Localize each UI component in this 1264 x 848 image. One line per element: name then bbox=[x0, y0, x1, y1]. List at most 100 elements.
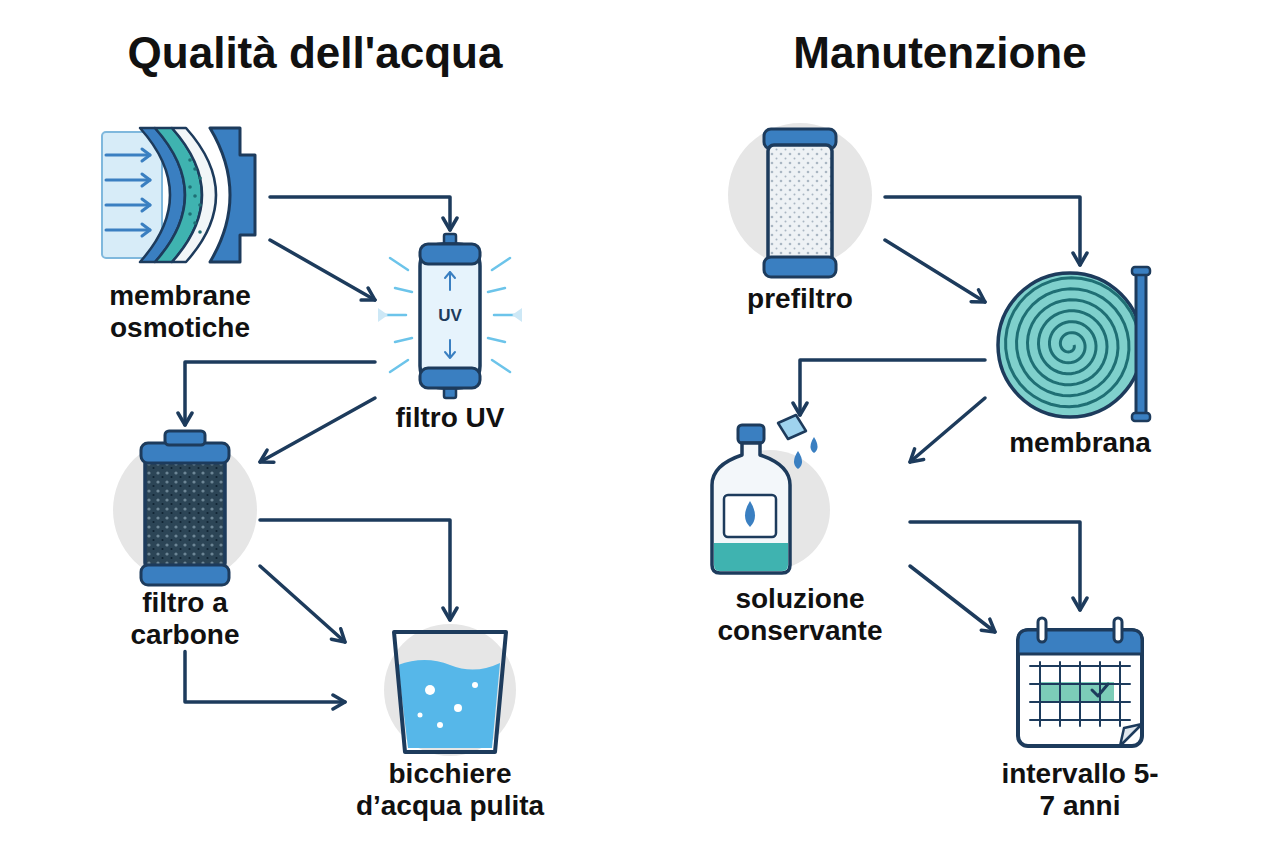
flow-arrow bbox=[185, 651, 345, 702]
node-illustration bbox=[345, 620, 555, 758]
cartridge-cap bbox=[165, 431, 205, 445]
membrane-roll bbox=[998, 273, 1142, 417]
glass-node: bicchiere d’acqua pulita bbox=[345, 620, 555, 822]
bubble bbox=[454, 704, 462, 712]
drop bbox=[811, 437, 818, 453]
node-illustration bbox=[995, 610, 1165, 758]
calendar bbox=[1018, 630, 1142, 746]
membrane-pore bbox=[193, 194, 197, 198]
cartridge-cap bbox=[141, 565, 229, 585]
uv-ray bbox=[378, 308, 388, 322]
membrane-pore bbox=[198, 176, 202, 180]
flow-arrow bbox=[270, 240, 375, 300]
flow-arrow bbox=[142, 174, 150, 186]
membrane-pore bbox=[193, 167, 197, 171]
flow-arrow bbox=[142, 199, 150, 211]
uv-ray bbox=[395, 338, 412, 342]
uv-ray bbox=[512, 308, 522, 322]
node-illustration bbox=[715, 115, 885, 283]
node-label: prefiltro bbox=[715, 283, 885, 315]
bottle bbox=[712, 443, 790, 573]
flow-arrow bbox=[260, 520, 450, 620]
cartridge-cap bbox=[764, 257, 836, 277]
icon-label: UV bbox=[438, 306, 462, 326]
tube-end bbox=[1132, 267, 1150, 275]
uv-ray bbox=[395, 288, 412, 292]
flow-arrow bbox=[800, 360, 985, 415]
node-label: filtro a carbone bbox=[110, 587, 260, 651]
calendar-ring bbox=[1038, 618, 1046, 642]
uv-ray bbox=[492, 360, 510, 372]
uv-chamber bbox=[420, 244, 480, 388]
membrane-node: membrane osmotiche bbox=[90, 110, 270, 344]
calendar-grid bbox=[1119, 662, 1121, 726]
flow-arrow bbox=[885, 240, 985, 302]
prefilter-node: prefiltro bbox=[715, 115, 885, 315]
chamber-cap bbox=[420, 244, 480, 264]
sediment-cartridge bbox=[768, 145, 832, 263]
node-illustration bbox=[690, 415, 910, 583]
column-title: Qualità dell'acqua bbox=[128, 28, 503, 78]
bottle-label bbox=[724, 495, 776, 537]
column-title: Manutenzione bbox=[793, 28, 1086, 78]
bottle-cap bbox=[738, 425, 764, 443]
node-illustration bbox=[90, 110, 270, 280]
calendar-node: intervallo 5-7 anni bbox=[995, 610, 1165, 822]
flow-arrow bbox=[445, 272, 455, 290]
node-label: membrane osmotiche bbox=[90, 280, 270, 344]
node-illustration bbox=[985, 265, 1175, 427]
uv-ray bbox=[390, 360, 408, 372]
roll-winding bbox=[1006, 278, 1140, 407]
flow-arrow bbox=[106, 154, 150, 157]
membrane-pore bbox=[188, 212, 192, 216]
tube-end bbox=[1132, 413, 1150, 421]
tablet bbox=[778, 415, 806, 439]
node-illustration bbox=[110, 425, 260, 587]
chamber-cap bbox=[420, 368, 480, 388]
check-mark bbox=[1092, 684, 1108, 696]
node-label: bicchiere d’acqua pulita bbox=[345, 758, 555, 822]
node-label: filtro UV bbox=[375, 402, 525, 434]
flow-arrow bbox=[106, 229, 150, 232]
flow-arrow bbox=[885, 197, 1080, 265]
uv-ray bbox=[492, 258, 510, 270]
node-label: intervallo 5-7 anni bbox=[995, 758, 1165, 822]
bubble bbox=[437, 722, 443, 728]
node-label: soluzione conservante bbox=[690, 583, 910, 647]
drop-symbol bbox=[745, 501, 755, 527]
water bbox=[398, 660, 500, 748]
bubble bbox=[425, 685, 435, 695]
bubble bbox=[472, 682, 478, 688]
uv-filter-node: filtro UV UV bbox=[375, 230, 525, 434]
icon-backdrop bbox=[384, 624, 516, 756]
solution-node: soluzione conservante bbox=[690, 415, 910, 647]
flow-arrow bbox=[260, 398, 375, 462]
calendar-grid bbox=[1039, 662, 1041, 726]
membrane-pore bbox=[198, 230, 202, 234]
uv-ray bbox=[488, 338, 505, 342]
drop bbox=[794, 451, 802, 469]
flow-arrow bbox=[270, 197, 450, 230]
membrane-layer bbox=[172, 128, 216, 262]
flow-arrow bbox=[260, 566, 345, 642]
membrane-pore bbox=[193, 221, 197, 225]
node-label: membrana bbox=[985, 427, 1175, 459]
uv-ray bbox=[488, 288, 505, 292]
housing-flange bbox=[210, 128, 255, 262]
calendar-ring bbox=[1114, 618, 1122, 642]
calendar-grid bbox=[1079, 662, 1081, 726]
membrane-pore bbox=[188, 158, 192, 162]
glass-outline bbox=[394, 632, 506, 752]
flow-arrow bbox=[106, 204, 150, 207]
bubble bbox=[418, 713, 423, 718]
membrane-pore bbox=[188, 185, 192, 189]
calendar-grid bbox=[1059, 662, 1061, 726]
carbon-cartridge bbox=[145, 457, 225, 569]
page-curl bbox=[1120, 724, 1142, 746]
icon-backdrop bbox=[728, 123, 872, 267]
flow-arrow bbox=[910, 566, 995, 632]
membrane-pore bbox=[198, 203, 202, 207]
carbon-filter-node: filtro a carbone bbox=[110, 425, 260, 651]
water-inflow bbox=[102, 132, 162, 258]
